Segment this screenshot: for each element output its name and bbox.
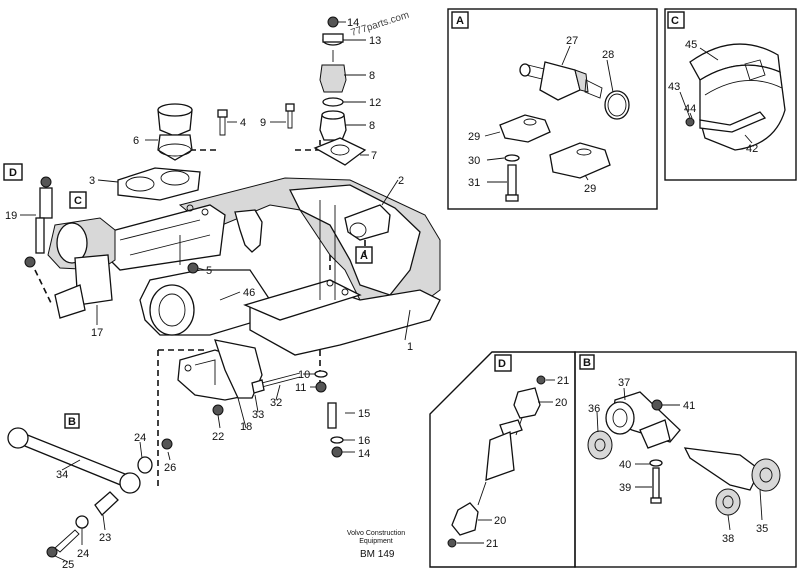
tag-c: C: [74, 195, 82, 207]
callout-3: 3: [89, 175, 95, 187]
callout-8: 8: [369, 120, 375, 132]
callout-32: 32: [270, 397, 282, 409]
inset-b-callout-38: 38: [722, 533, 734, 545]
callout-24: 24: [77, 548, 89, 560]
inset-b-callout-37: 37: [618, 377, 630, 389]
callout-25: 25: [62, 559, 74, 571]
inset-c-callout-43: 43: [668, 81, 680, 93]
inset-c-frame: [664, 8, 797, 181]
bolts-4-9: [217, 103, 295, 136]
callout-2: 2: [398, 175, 404, 187]
inset-c-callout-42: 42: [746, 143, 758, 155]
tag-a: A: [360, 250, 368, 262]
leader-lines: [20, 21, 411, 563]
callout-13: 13: [369, 35, 381, 47]
top-mount-stack: [313, 16, 367, 166]
inset-b-frame: [574, 351, 797, 568]
callout-14: 14: [358, 448, 370, 460]
rubber-mount-6: [157, 103, 193, 161]
inset-b: B 37 41 36 40 39 35 38: [574, 351, 797, 568]
inset-a-callout-30: 30: [468, 155, 480, 167]
inset-d-callout-21: 21: [557, 375, 569, 387]
hardware-stack-right: [314, 370, 344, 458]
inset-c-callout-44: 44: [684, 103, 696, 115]
bushing-23: [46, 491, 119, 558]
callout-14: 14: [347, 17, 359, 29]
inset-a: A 27 28 29 30 31 29: [447, 8, 658, 210]
detail-tags: D C A B: [3, 163, 373, 429]
callout-11: 11: [295, 382, 306, 394]
callout-8: 8: [369, 70, 375, 82]
footer-brand-line2: Equipment: [359, 538, 393, 545]
callout-34: 34: [56, 469, 68, 481]
inset-d-tag-box: [494, 354, 512, 372]
inset-d-callout-20: 20: [494, 515, 506, 527]
washer-22: [212, 404, 224, 416]
callout-22: 22: [212, 431, 224, 443]
inset-a-tag: A: [456, 15, 464, 27]
tag-b: B: [68, 416, 76, 428]
inset-d-tag: D: [498, 358, 506, 370]
inset-a-callout-29: 29: [468, 131, 480, 143]
callout-17: 17: [91, 327, 103, 339]
callout-10: 10: [298, 369, 310, 381]
inset-d-callout-20: 20: [555, 397, 567, 409]
mounting-plate-3: [117, 167, 201, 201]
footer-brand: Volvo Construction Equipment: [341, 530, 411, 546]
callout-15: 15: [358, 408, 370, 420]
callout-24: 24: [134, 432, 146, 444]
inset-c-callout-45: 45: [685, 39, 697, 51]
callout-1: 1: [407, 341, 413, 353]
inset-c-tag-box: [667, 11, 685, 29]
callout-7: 7: [371, 150, 377, 162]
inset-b-callout-41: 41: [683, 400, 695, 412]
inset-a-callout-31: 31: [468, 177, 480, 189]
main-frame: [34, 140, 441, 490]
tag-box-b: [64, 413, 80, 429]
callout-12: 12: [369, 97, 381, 109]
footer-drawing-code: BM 149: [360, 549, 395, 560]
callout-4: 4: [240, 117, 246, 129]
inset-a-callout-28: 28: [602, 49, 614, 61]
callout-16: 16: [358, 435, 370, 447]
tag-box-d: [3, 163, 23, 181]
inset-a-callout-27: 27: [566, 35, 578, 47]
panhard-rod-34: [7, 427, 173, 494]
inset-b-tag: B: [583, 357, 591, 369]
callout-5: 5: [206, 265, 212, 277]
tag-box-c: [69, 191, 87, 209]
tag-box-a: [355, 246, 373, 264]
callout-18: 18: [240, 421, 252, 433]
callout-26: 26: [164, 462, 176, 474]
inset-b-callout-36: 36: [588, 403, 600, 415]
footer-brand-line1: Volvo Construction: [346, 530, 406, 537]
shock-absorber-19: [24, 176, 53, 268]
inset-c-tag: C: [671, 15, 679, 27]
inset-d-callout-21: 21: [486, 538, 498, 550]
callout-23: 23: [99, 532, 111, 544]
inset-b-callout-35: 35: [756, 523, 768, 535]
inset-b-callout-40: 40: [619, 459, 631, 471]
callout-9: 9: [260, 117, 266, 129]
callout-46: 46: [243, 287, 255, 299]
inset-c: C 45 43 44 42: [664, 8, 797, 181]
callout-6: 6: [133, 135, 139, 147]
callout-33: 33: [252, 409, 264, 421]
inset-a-tag-box: [451, 11, 469, 29]
inset-b-tag-box: [579, 354, 595, 370]
inset-b-callout-39: 39: [619, 482, 631, 494]
nut-5: [187, 262, 199, 274]
inset-a-frame: [447, 8, 658, 210]
callout-numbers: 14 13 8 12 8 7 4 9 6 3 2 19 5 46 17 1 10…: [5, 17, 413, 571]
callout-19: 19: [5, 210, 17, 222]
inset-d: D 21 20 20 21: [429, 351, 576, 568]
inset-a-callout-29: 29: [584, 183, 596, 195]
tag-d: D: [9, 167, 17, 179]
